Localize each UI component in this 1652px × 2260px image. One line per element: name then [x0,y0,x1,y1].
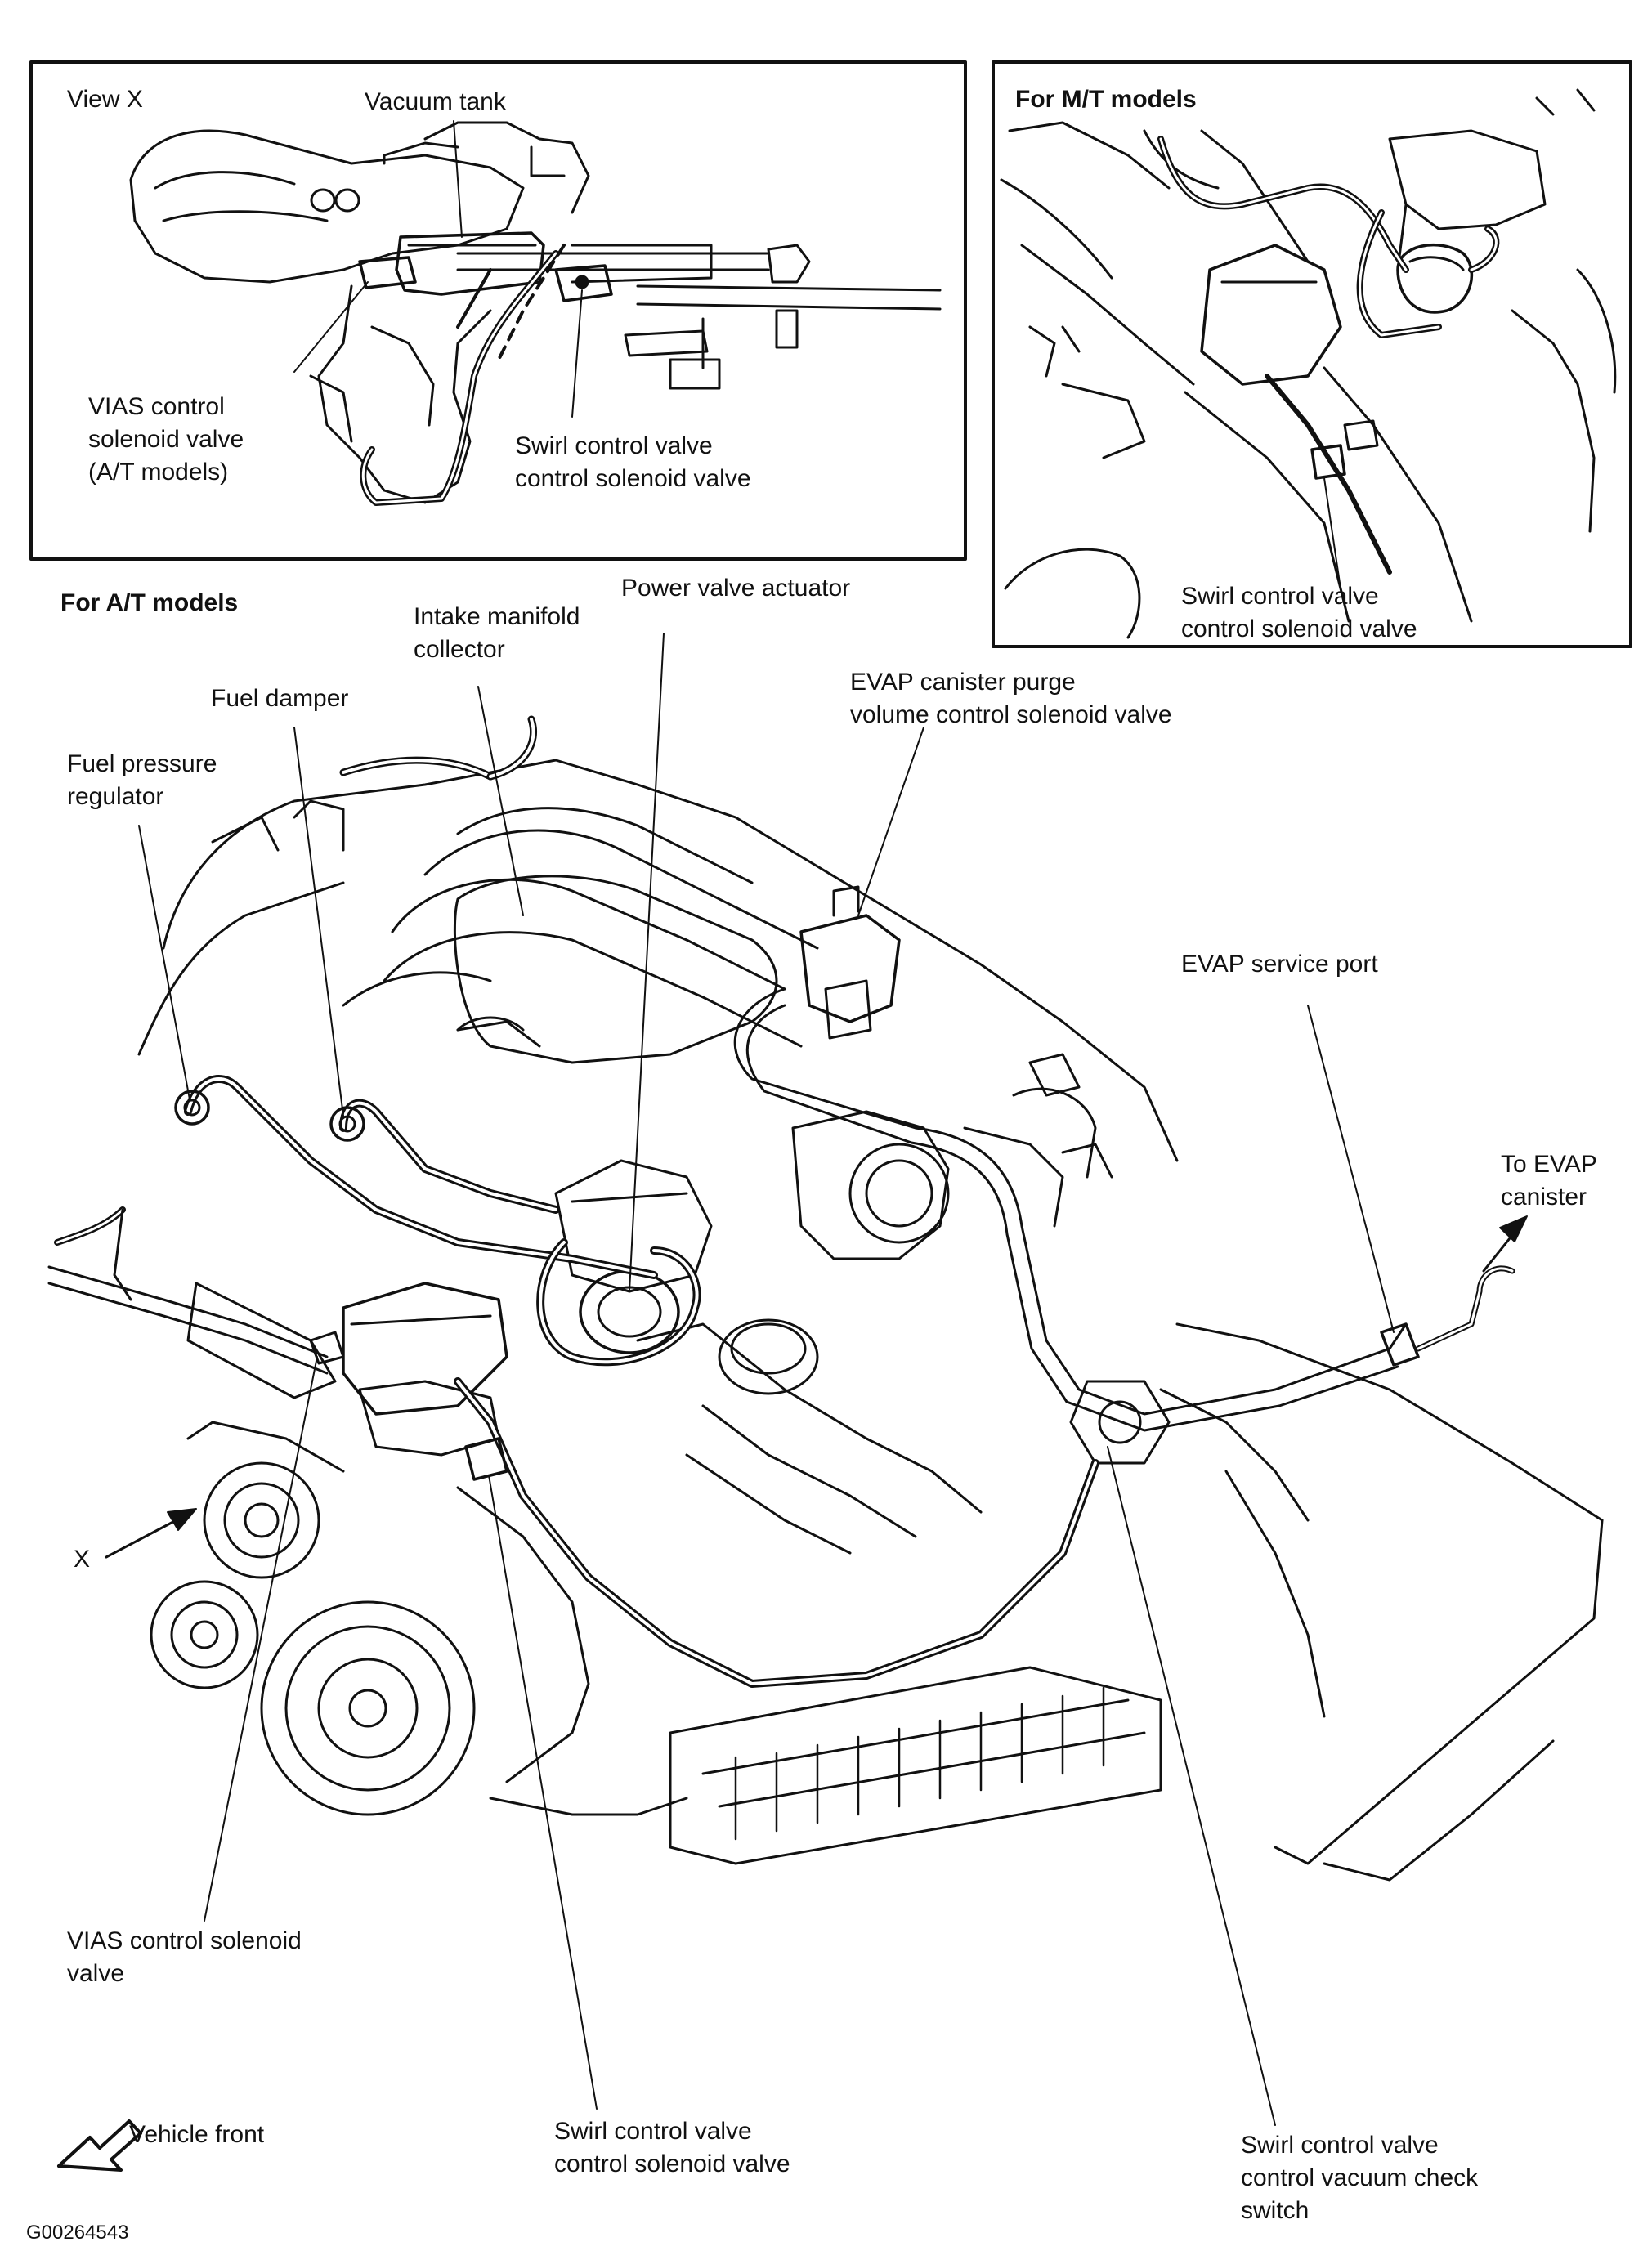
main-engine-drawing [47,633,1604,2126]
x-marker-label: X [74,1546,91,1573]
evap-purge-solenoid-shape [799,914,901,1023]
inset-view-x-frame [29,60,967,561]
swirl-check-line-1: Swirl control valve [1241,2132,1439,2159]
at-models-title: For A/T models [60,589,239,616]
vias-solenoid-view-x [358,256,417,289]
intake-manifold-collector-label: Intake manifold collector [414,601,580,666]
swirl-valve-mt-label: Swirl control valve control solenoid val… [1181,580,1417,646]
inset-mt-drawing [1000,88,1617,639]
to-evap-canister-label: To EVAP canister [1501,1148,1597,1214]
view-x-title: View X [67,86,143,113]
swirl-view-x-line-1: Swirl control valve [515,432,713,459]
intake-manifold-line-2: collector [414,636,505,663]
to-evap-line-1: To EVAP [1501,1151,1597,1178]
intake-manifold-line-1: Intake manifold [414,603,580,630]
swirl-main-line-1: Swirl control valve [554,2118,752,2145]
swirl-valve-view-x-label: Swirl control valve control solenoid val… [515,430,751,495]
vias-valve-main-label: VIAS control solenoid valve [67,1925,302,1990]
evap-purge-valve-label: EVAP canister purge volume control solen… [850,666,1172,732]
vias-view-x-line-3: (A/T models) [88,459,229,486]
vehicle-front-arrow-icon [57,2119,142,2172]
figure-id: G00264543 [26,2222,129,2244]
fuel-pressure-line-1: Fuel pressure [67,750,217,777]
fuel-pressure-line-2: regulator [67,783,164,810]
swirl-view-x-line-2: control solenoid valve [515,465,751,492]
vehicle-front-label: Vehicle front [129,2121,265,2148]
vias-main-line-1: VIAS control solenoid [67,1927,302,1954]
vias-view-x-line-2: solenoid valve [88,426,244,453]
to-evap-line-2: canister [1501,1184,1587,1211]
fuel-damper-label: Fuel damper [211,685,349,712]
swirl-main-line-2: control solenoid valve [554,2150,790,2177]
power-valve-actuator-label: Power valve actuator [621,575,851,602]
swirl-solenoid-main-shape [464,1437,508,1481]
fuel-pressure-regulator-label: Fuel pressure regulator [67,748,217,813]
swirl-check-line-3: switch [1241,2197,1310,2224]
swirl-check-switch-label: Swirl control valve control vacuum check… [1241,2129,1478,2227]
power-valve-actuator-mt [1396,243,1474,314]
vacuum-tank-shape [395,231,545,296]
vias-valve-view-x-label: VIAS control solenoid valve (A/T models) [88,391,244,489]
inset-view-x-drawing [129,120,942,506]
evap-service-port-label: EVAP service port [1181,951,1378,978]
vias-main-line-2: valve [67,1960,125,1987]
swirl-solenoid-mt [1310,444,1346,480]
swirl-mt-line-1: Swirl control valve [1181,583,1379,610]
vacuum-tank-label: Vacuum tank [365,88,506,115]
inset-mt-frame [992,60,1632,648]
swirl-valve-main-label: Swirl control valve control solenoid val… [554,2115,790,2181]
swirl-solenoid-view-x [554,264,613,302]
evap-purge-line-1: EVAP canister purge [850,669,1076,696]
swirl-mt-line-2: control solenoid valve [1181,615,1417,642]
swirl-check-line-2: control vacuum check [1241,2164,1479,2191]
vias-view-x-line-1: VIAS control [88,393,225,420]
evap-purge-line-2: volume control solenoid valve [850,701,1172,728]
evap-service-port-shape [1380,1322,1420,1367]
mt-models-title: For M/T models [1015,86,1197,113]
